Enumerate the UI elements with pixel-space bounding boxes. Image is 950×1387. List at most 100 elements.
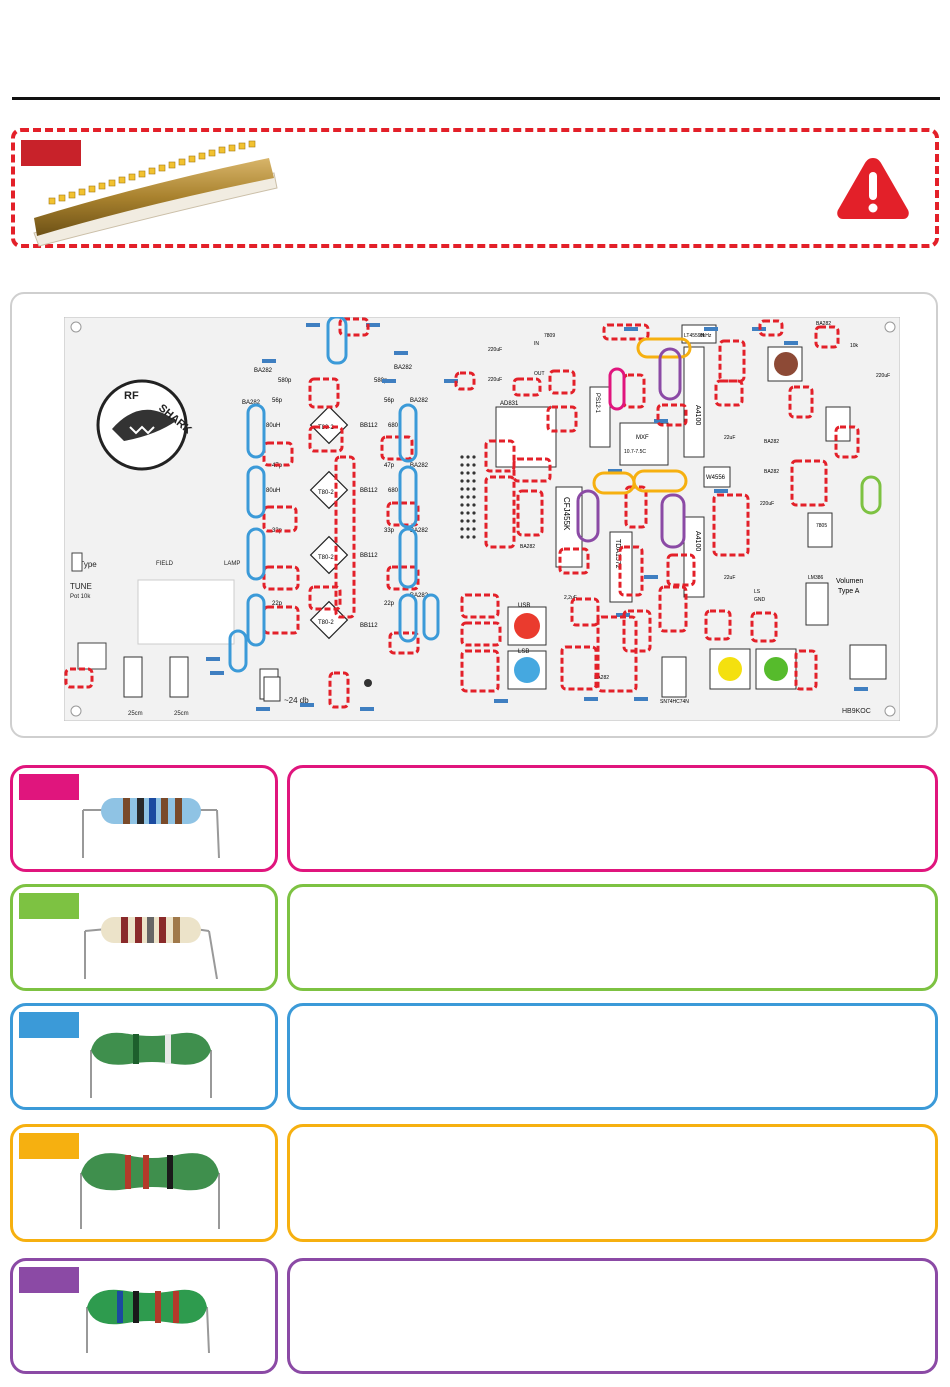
label-lm386: LM386 <box>808 575 824 581</box>
legend-tag-blue <box>19 1012 79 1038</box>
warning-triangle-icon <box>837 158 909 219</box>
beige-resistor-photo <box>84 917 218 979</box>
label-in: IN <box>534 341 539 347</box>
label-580p-b: 580p <box>374 378 388 384</box>
label-sn74hc74n: SN74HC74N <box>660 699 689 705</box>
legend-card-purple <box>10 1258 278 1374</box>
legend-desc-pink <box>287 765 938 872</box>
length-label-2: 25cm <box>174 711 189 717</box>
legend-tag-pink <box>19 774 79 800</box>
legend-desc-orange <box>287 1124 938 1242</box>
label-22uf-a: 22uF <box>724 435 735 441</box>
label-lsb: LSB <box>518 649 529 655</box>
warning-tag <box>21 140 81 166</box>
label-ba282-a: BA282 <box>242 400 261 406</box>
label-220uf-c: 220uF <box>760 501 774 507</box>
label-bb112-a: BB112 <box>360 423 378 429</box>
label-cfj455k: CFJ455K <box>562 497 571 531</box>
legend-tag-orange <box>19 1133 79 1159</box>
label-ba282-h: BA282 <box>520 544 535 550</box>
label-bb112-b: BB112 <box>360 488 378 494</box>
b-type-label: B Type <box>72 560 97 569</box>
label-22p-b: 22p <box>384 601 395 607</box>
label-ba282-i: BA282 <box>764 439 779 445</box>
label-w4556: W4556 <box>706 475 726 481</box>
label-ba282-f: BA282 <box>254 368 273 374</box>
blue-resistor-photo <box>82 798 220 859</box>
label-lt4559: LT4559H <box>684 333 705 339</box>
svg-text:RF: RF <box>124 390 139 402</box>
label-580p-a: 580p <box>278 378 292 384</box>
pcb-layout: RF SHARK B Type TUNE Pot 10k FIELD LAMP … <box>64 317 900 721</box>
legend-card-green <box>10 884 278 991</box>
label-56p-b: 56p <box>384 398 395 404</box>
label-ls: LS <box>754 589 761 595</box>
label-a4100-b: A4100 <box>694 531 701 551</box>
smd-capacitor-tape-photo <box>33 140 278 247</box>
label-ps12: PS12-1 <box>594 393 600 414</box>
label-47p-b: 47p <box>384 463 395 469</box>
label-volumen: Volumen <box>836 578 863 585</box>
label-ba282-c: BA282 <box>410 463 429 469</box>
label-8khz: 8kHz <box>700 333 712 339</box>
legend-desc-pink-text <box>290 768 935 869</box>
legend-card-orange <box>10 1124 278 1242</box>
legend-desc-orange-text <box>290 1127 935 1239</box>
label-680-a: 680 <box>388 423 399 429</box>
legend-desc-green-text <box>290 887 935 988</box>
label-22uf-b: 22uF <box>724 575 735 581</box>
green-inductor-photo-a <box>90 1032 212 1098</box>
legend-desc-purple <box>287 1258 938 1374</box>
label-usb: USB <box>518 603 530 609</box>
legend-tag-green <box>19 893 79 919</box>
hb9koc-label: HB9KOC <box>842 708 871 715</box>
title-rule <box>12 97 940 100</box>
label-56p-a: 56p <box>272 398 283 404</box>
label-bb112-d: BB112 <box>360 623 378 629</box>
label-220uf-d: 220uF <box>876 373 890 379</box>
label-a4100-a: A4100 <box>694 405 701 425</box>
label-out: OUT <box>534 371 545 377</box>
label-680-b: 680 <box>388 488 399 494</box>
label-t80-c: T80-2 <box>318 555 334 561</box>
label-ba282-l: BA282 <box>594 675 609 681</box>
label-bb112-c: BB112 <box>360 553 378 559</box>
lamp-label: LAMP <box>224 561 240 567</box>
label-ba282-e: BA282 <box>410 593 429 599</box>
legend-card-blue <box>10 1003 278 1110</box>
label-80uh-b: 80uH <box>266 488 280 494</box>
minus24db-label: ~24 db <box>284 696 309 705</box>
length-label-1: 25cm <box>128 711 143 717</box>
tune-label: TUNE <box>70 582 92 591</box>
label-t80-d: T80-2 <box>318 620 334 626</box>
label-t80-b: T80-2 <box>318 490 334 496</box>
label-tda1572: TDA1572 <box>614 539 621 569</box>
pot-label: Pot 10k <box>70 594 91 600</box>
rf-shark-logo: RF SHARK <box>96 379 194 471</box>
label-7805: 7805 <box>816 523 827 529</box>
label-ba282-b: BA282 <box>410 398 429 404</box>
label-gnd: GND <box>754 597 766 603</box>
label-ba282-g: BA282 <box>394 365 413 371</box>
green-inductor-photo-b <box>80 1153 220 1229</box>
label-mxf: MXF <box>636 435 649 441</box>
label-10k: 10k <box>850 343 859 349</box>
label-33p-b: 33p <box>384 528 395 534</box>
legend-desc-blue <box>287 1003 938 1110</box>
label-mxf-freq: 10.7-7.5C <box>624 449 646 455</box>
label-220uf-a: 220uF <box>488 347 502 353</box>
legend-desc-blue-text <box>290 1006 935 1107</box>
label-ba282-d: BA282 <box>410 528 429 534</box>
green-inductor-photo-c <box>86 1289 210 1353</box>
label-ba282-k: BA282 <box>816 321 831 327</box>
pcb-panel: RF SHARK B Type TUNE Pot 10k FIELD LAMP … <box>10 292 938 738</box>
legend-desc-purple-text <box>290 1261 935 1371</box>
label-7809: 7809 <box>544 333 555 339</box>
label-type-a: Type A <box>838 588 860 595</box>
label-80uh-a: 80uH <box>266 423 280 429</box>
label-ba282-j: BA282 <box>764 469 779 475</box>
label-ad831: AD831 <box>500 401 519 407</box>
label-2-2uf: 2,2uF <box>564 595 577 601</box>
field-label: FIELD <box>156 561 174 567</box>
warning-box <box>11 128 939 248</box>
